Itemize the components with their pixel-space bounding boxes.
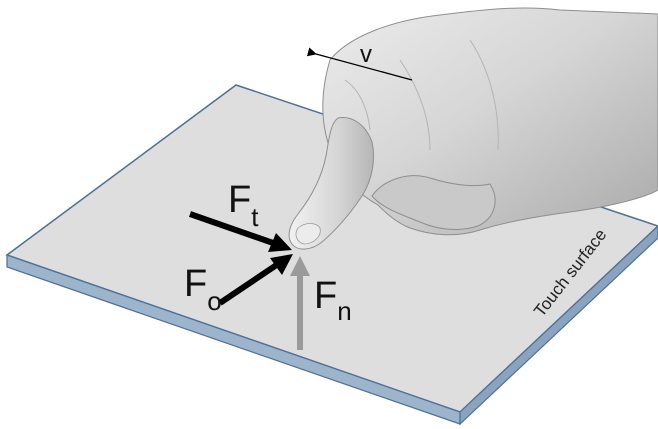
hand-pointing-icon bbox=[288, 7, 658, 250]
overall-force-head bbox=[270, 254, 293, 275]
overall-force-shaft bbox=[218, 261, 280, 306]
overall-force-subscript: o bbox=[207, 286, 221, 316]
touch-surface-plate bbox=[5, 84, 658, 426]
normal-force-subscript: n bbox=[337, 296, 351, 326]
tangential-force-subscript: t bbox=[251, 202, 259, 232]
hand-curled-fingers bbox=[371, 175, 496, 230]
tangential-force-shaft bbox=[189, 211, 277, 247]
overall-force-symbol: F bbox=[184, 263, 207, 305]
normal-force-arrow bbox=[290, 256, 310, 350]
tangential-force-label: Ft bbox=[228, 179, 259, 232]
surface-side-edge bbox=[459, 225, 658, 426]
hand-fingernail bbox=[295, 223, 321, 245]
hand-knuckle-lines bbox=[344, 39, 499, 151]
normal-force-head bbox=[290, 256, 310, 276]
hand-index-finger bbox=[288, 116, 375, 250]
velocity-indicator: v bbox=[306, 41, 413, 81]
tangential-force-head bbox=[268, 233, 292, 252]
tangential-force-arrow bbox=[189, 211, 292, 252]
velocity-arrow bbox=[306, 47, 413, 81]
normal-force-label: Fn bbox=[314, 275, 352, 326]
overall-force-label: Fo bbox=[184, 263, 222, 316]
overall-force-arrow bbox=[218, 254, 293, 306]
normal-force-symbol: F bbox=[314, 275, 337, 317]
tangential-force-symbol: F bbox=[228, 179, 251, 221]
velocity-label: v bbox=[360, 41, 372, 68]
